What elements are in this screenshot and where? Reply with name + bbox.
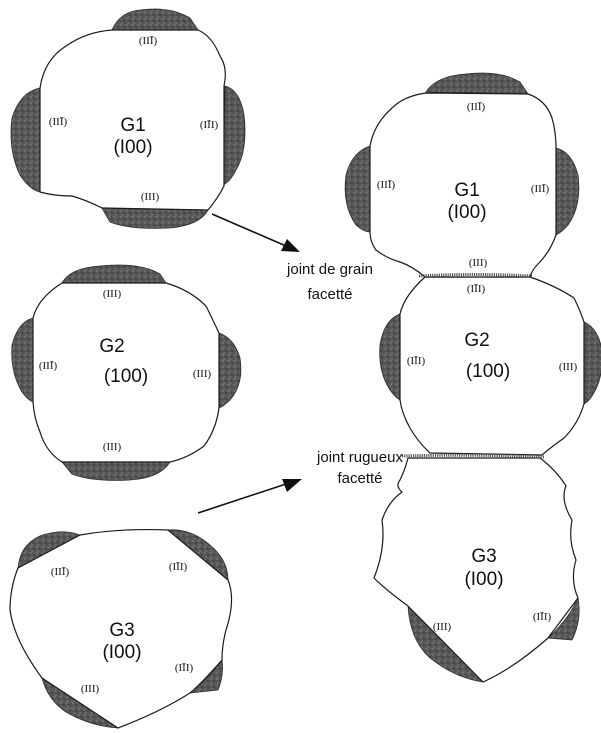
face-label-joint-upper: (III) bbox=[469, 257, 488, 269]
grain-name: G3 bbox=[109, 620, 134, 641]
facet-left bbox=[10, 87, 41, 193]
face-label-right: (IĪI) bbox=[200, 119, 219, 131]
joined-grain-g3: G3 (I00) (III) (IĪI) bbox=[373, 457, 580, 683]
facet-left bbox=[344, 145, 371, 233]
grain-orientation: (100) bbox=[104, 366, 148, 387]
facet-right bbox=[583, 321, 601, 405]
grain-name: G2 bbox=[464, 330, 489, 351]
facet-right bbox=[222, 85, 246, 186]
face-label-bottom-left: (III) bbox=[81, 683, 100, 695]
face-label-right: (III) bbox=[559, 361, 578, 373]
face-label-bottom: (III) bbox=[103, 441, 122, 453]
arrow-to-faceted-joint bbox=[211, 213, 300, 252]
grain-orientation: (I00) bbox=[447, 202, 486, 223]
arrow-to-rough-joint bbox=[197, 479, 302, 514]
face-label-top: (IIĪ) bbox=[467, 101, 486, 113]
grain-outline bbox=[32, 282, 220, 463]
face-label-bottom-right: (IĪI) bbox=[533, 611, 552, 623]
rough-grain-boundary bbox=[401, 453, 545, 459]
face-label-left: (IIĪ) bbox=[377, 179, 396, 191]
facet-top bbox=[425, 72, 529, 95]
faceted-joint-label-line2: facetté bbox=[307, 286, 352, 303]
grain-orientation: (100) bbox=[466, 361, 510, 382]
grain-outline bbox=[369, 92, 557, 278]
face-label-bottom-right: (IĪI) bbox=[175, 662, 194, 674]
joined-grain-g2: G2 (100) (IĪI) (IĪI) (III) bbox=[379, 276, 601, 456]
grain-orientation: (I00) bbox=[113, 137, 152, 158]
facet-top bbox=[61, 264, 167, 284]
isolated-grain-g1: G1 (I00) (IIĪ) (IIĪ) (IĪI) (III) bbox=[10, 8, 246, 229]
face-label-top-left: (IIĪ) bbox=[51, 566, 70, 578]
face-label-bottom: (III) bbox=[141, 191, 160, 203]
face-label-top-right: (IĪI) bbox=[169, 561, 188, 573]
facet-bottom bbox=[101, 207, 209, 229]
face-label-left: (IIĪ) bbox=[49, 116, 68, 128]
grain-outline bbox=[373, 457, 579, 683]
face-label-right: (IIĪ) bbox=[531, 183, 550, 195]
grain-outline bbox=[39, 29, 226, 211]
faceted-grain-boundary bbox=[418, 273, 533, 278]
grain-outline bbox=[9, 528, 233, 729]
isolated-grain-g2: G2 (100) (III) (IIĪ) (III) (III) bbox=[11, 264, 242, 481]
face-label-top: (III) bbox=[103, 288, 122, 300]
facet-left bbox=[379, 313, 401, 401]
grain-name: G1 bbox=[454, 180, 479, 201]
grain-outline bbox=[399, 276, 585, 456]
faceted-joint-label-line1: joint de grain bbox=[286, 261, 373, 278]
facet-right bbox=[555, 147, 580, 236]
face-label-left: (IIĪ) bbox=[39, 360, 58, 372]
face-label-top: (IĪI) bbox=[467, 283, 486, 295]
grain-name: G2 bbox=[99, 336, 124, 357]
face-label-left: (IĪI) bbox=[407, 355, 426, 367]
facet-top bbox=[111, 8, 199, 31]
facet-top-left bbox=[17, 531, 81, 569]
face-label-right: (III) bbox=[193, 368, 212, 380]
grain-orientation: (I00) bbox=[102, 642, 141, 663]
face-label-bottom-left: (III) bbox=[433, 621, 452, 633]
isolated-grain-g3: G3 (I00) (IIĪ) (IĪI) (IĪI) (III) bbox=[9, 528, 233, 729]
rough-joint-label-line2: facetté bbox=[337, 470, 382, 487]
joined-grain-g1: G1 (I00) (IIĪ) (IIĪ) (IIĪ) (III) bbox=[344, 72, 580, 278]
facet-left bbox=[11, 317, 34, 403]
grain-name: G1 bbox=[120, 115, 145, 136]
face-label-top: (IIĪ) bbox=[139, 35, 158, 47]
rough-joint-label-line1: joint rugueux bbox=[316, 449, 403, 466]
grain-name: G3 bbox=[471, 546, 496, 567]
facet-right bbox=[218, 332, 242, 409]
facet-bottom bbox=[61, 461, 171, 481]
grain-orientation: (I00) bbox=[464, 569, 503, 590]
